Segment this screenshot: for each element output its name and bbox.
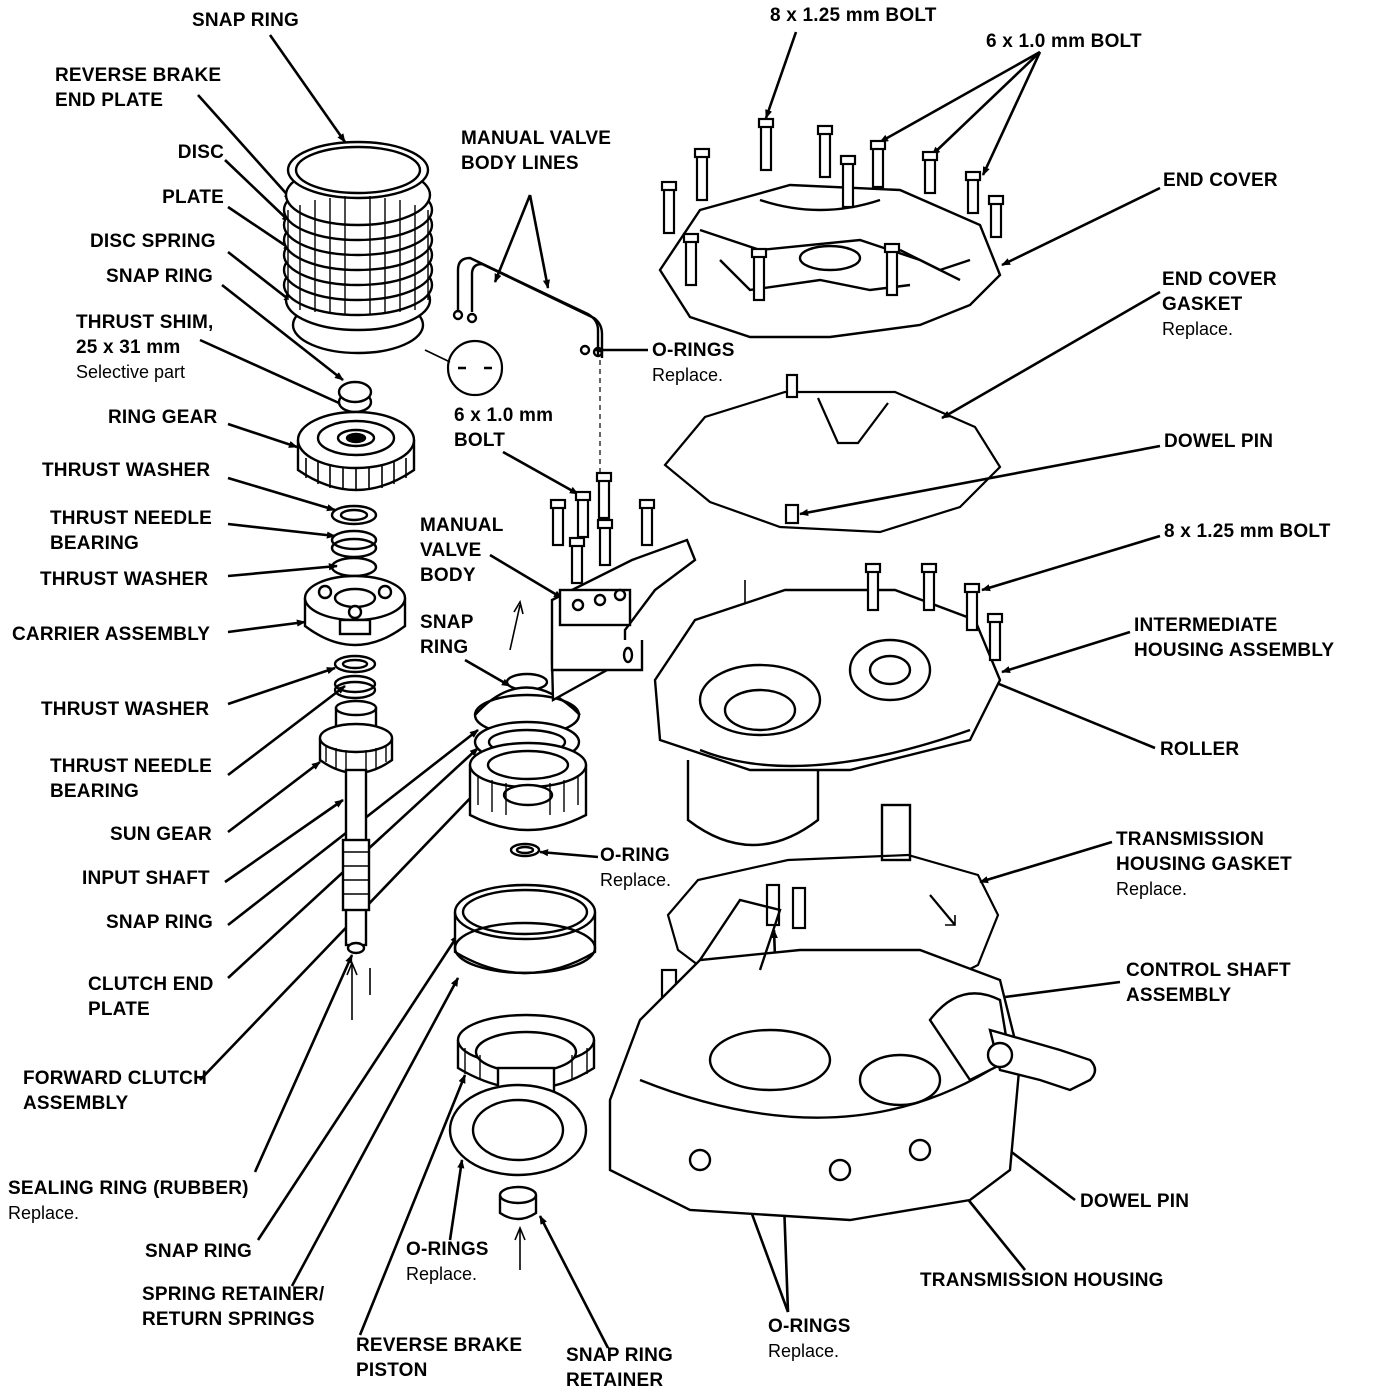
- label-sealing-ring: SEALING RING (RUBBER)Replace.: [8, 1178, 249, 1223]
- end-cover: [658, 183, 1002, 339]
- ring-gear-teeth: [305, 458, 407, 491]
- end-cover-bolts: [660, 117, 1005, 302]
- label-disc-spring: DISC SPRING: [90, 231, 216, 252]
- label-transmission-housing: TRANSMISSION HOUSING: [920, 1270, 1164, 1291]
- label-plate: PLATE: [162, 187, 224, 208]
- control-shaft-assembly: [928, 992, 1097, 1092]
- sun-gear-teeth: [325, 745, 387, 895]
- label-dowel-pin-top: DOWEL PIN: [1164, 431, 1274, 452]
- thrust-shim: [337, 380, 373, 414]
- label-disc: DISC: [177, 142, 224, 163]
- label-ring-gear: RING GEAR: [108, 407, 218, 428]
- manual-valve-body-lines: [452, 256, 604, 480]
- label-thrust-washer-1: THRUST WASHER: [42, 460, 211, 481]
- valve-body-bolts: [549, 471, 656, 585]
- manual-valve-body: [550, 538, 697, 703]
- spring-retainer-teeth: [464, 1048, 588, 1080]
- disc-teeth: [287, 196, 429, 315]
- label-end-cover: END COVER: [1163, 170, 1278, 191]
- label-bolt-8x125-top: 8 x 1.25 mm BOLT: [770, 5, 937, 26]
- forward-clutch-teeth: [477, 775, 579, 815]
- detail-callout: [424, 339, 504, 397]
- label-roller: ROLLER: [1160, 739, 1240, 760]
- label-snap-ring-3: SNAP RING: [106, 912, 214, 933]
- label-bolt-6x1-top: 6 x 1.0 mm BOLT: [986, 31, 1142, 52]
- label-carrier-assembly: CARRIER ASSEMBLY: [12, 624, 211, 645]
- label-input-shaft: INPUT SHAFT: [82, 868, 210, 889]
- forward-clutch-column: [468, 672, 588, 858]
- label-thrust-washer-2: THRUST WASHER: [40, 569, 209, 590]
- reverse-brake-piston-column: [448, 883, 597, 1221]
- sun-gear-input-shaft: [318, 699, 394, 955]
- end-cover-gasket: [663, 373, 1002, 534]
- intermediate-housing: [653, 588, 1002, 862]
- label-sun-gear: SUN GEAR: [110, 824, 212, 845]
- carrier-assembly: [303, 574, 407, 647]
- label-dowel-pin-bottom: DOWEL PIN: [1080, 1191, 1190, 1212]
- label-snap-ring-2: SNAP RING: [106, 266, 214, 287]
- transmission-housing: [608, 898, 1022, 1222]
- label-snap-ring-top: SNAP RING: [192, 10, 300, 31]
- thrust-washers-upper: [330, 504, 378, 578]
- label-snap-ring-4: SNAP RING: [145, 1241, 253, 1262]
- label-bolt-8x125-mid: 8 x 1.25 mm BOLT: [1164, 521, 1331, 542]
- label-thrust-washer-3: THRUST WASHER: [41, 699, 210, 720]
- reverse-brake-disc-pack: [282, 140, 434, 355]
- label-spring-retainer: SPRING RETAINER/RETURN SPRINGS: [142, 1284, 325, 1330]
- intermediate-housing-bolts: [864, 562, 1004, 662]
- thrust-washers-lower: [333, 654, 377, 700]
- ring-gear: [296, 410, 416, 492]
